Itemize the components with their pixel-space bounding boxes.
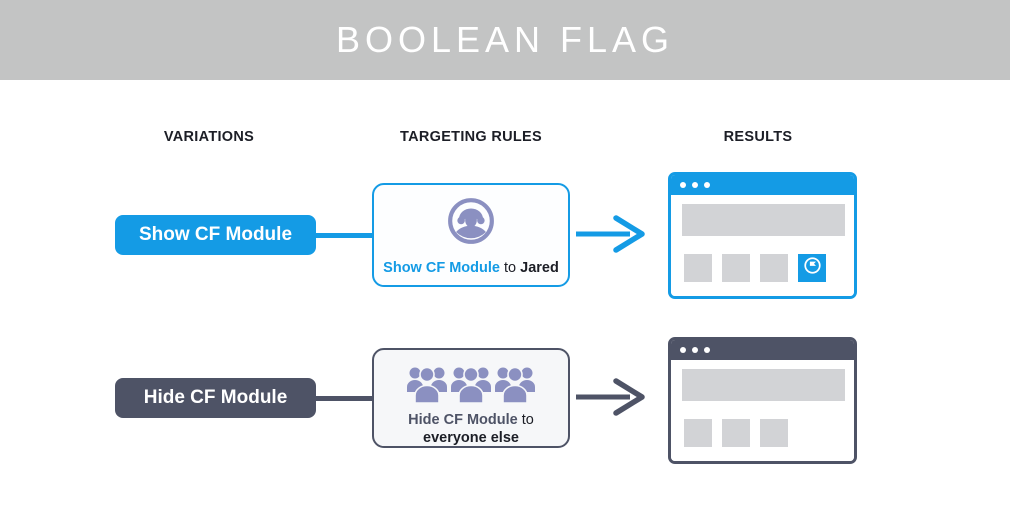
variation-pill-show-cf-module[interactable]: Show CF Module: [115, 215, 316, 255]
header-banner: BOOLEAN FLAG: [0, 0, 1010, 80]
rule-variation-name: Show CF Module: [383, 260, 500, 276]
rule-variation-name: Hide CF Module: [408, 412, 518, 428]
content-placeholder-banner: [682, 204, 845, 236]
result-browser-without-module: [668, 337, 857, 464]
rule-target-name: everyone else: [423, 430, 519, 446]
targeting-rule-box-show: Show CF Module to Jared: [372, 183, 570, 287]
user-circle-icon: [446, 196, 496, 251]
result-browser-with-module: [668, 172, 857, 299]
content-placeholder-square: [760, 419, 788, 447]
column-label-results: RESULTS: [723, 129, 793, 145]
content-placeholder-square: [684, 419, 712, 447]
browser-body: [671, 195, 854, 296]
flag-circle-icon: [802, 255, 823, 281]
cf-module-tile[interactable]: [798, 254, 826, 282]
window-dot: [680, 347, 686, 353]
connector-line: [316, 396, 373, 401]
window-dot: [680, 182, 686, 188]
rule-connector-word: to: [499, 260, 521, 276]
column-label-variations: VARIATIONS: [163, 129, 255, 145]
arrow-right-icon: [576, 215, 645, 253]
variation-pill-hide-cf-module[interactable]: Hide CF Module: [115, 378, 316, 418]
window-dot: [704, 347, 710, 353]
content-placeholder-banner: [682, 369, 845, 401]
rule-text: Hide CF Module to everyone else: [408, 411, 534, 447]
rule-connector-word: to: [517, 412, 534, 428]
content-placeholder-square: [760, 254, 788, 282]
browser-body: [671, 360, 854, 461]
rule-target-name: Jared: [520, 260, 559, 276]
connector-line: [316, 233, 373, 238]
browser-titlebar: [671, 175, 854, 195]
crowd-icon: [405, 361, 537, 408]
window-dot: [704, 182, 710, 188]
targeting-rule-box-hide: Hide CF Module to everyone else: [372, 348, 570, 448]
page-title: BOOLEAN FLAG: [335, 19, 675, 60]
column-label-targeting-rules: TARGETING RULES: [400, 129, 542, 145]
content-placeholder-square: [684, 254, 712, 282]
browser-titlebar: [671, 340, 854, 360]
content-placeholder-square: [722, 254, 750, 282]
rule-text: Show CF Module to Jared: [383, 259, 559, 277]
arrow-right-icon: [576, 378, 645, 416]
window-dot: [692, 182, 698, 188]
window-dot: [692, 347, 698, 353]
content-placeholder-square: [722, 419, 750, 447]
